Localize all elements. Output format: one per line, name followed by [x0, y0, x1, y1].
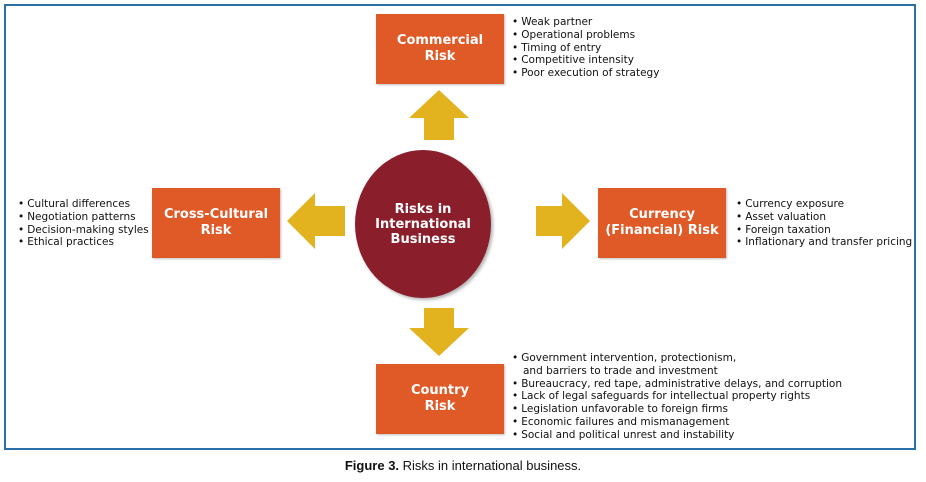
cross-cultural-risk-bullets: Cultural differences Negotiation pattern…	[18, 198, 149, 249]
figure-caption: Figure 3. Risks in international busines…	[0, 458, 926, 473]
commercial-risk-box: Commercial Risk	[376, 14, 504, 84]
figure-caption-label: Figure 3.	[344, 458, 400, 473]
bullet-item: Foreign taxation	[736, 224, 912, 237]
center-line-1: Risks in	[394, 201, 452, 217]
center-line-3: Business	[390, 231, 456, 247]
bullet-item: Operational problems	[512, 29, 659, 42]
cross-cultural-risk-title-line-1: Cross-Cultural	[163, 207, 269, 222]
currency-risk-box: Currency (Financial) Risk	[598, 188, 726, 258]
bullet-item: Cultural differences	[18, 198, 149, 211]
bullet-item: Inflationary and transfer pricing	[736, 236, 912, 249]
currency-risk-bullets: Currency exposure Asset valuation Foreig…	[736, 198, 912, 249]
country-risk-title-line-1: Country	[410, 383, 470, 398]
bullet-item: Lack of legal safeguards for intellectua…	[512, 390, 842, 403]
arrow-down	[409, 308, 469, 356]
cross-cultural-risk-title-line-2: Risk	[200, 223, 232, 238]
bullet-item: Currency exposure	[736, 198, 912, 211]
bullet-item: Timing of entry	[512, 42, 659, 55]
arrow-left	[287, 193, 345, 249]
arrow-right	[536, 193, 590, 249]
currency-risk-title-line-1: Currency	[629, 207, 695, 222]
cross-cultural-risk-box: Cross-Cultural Risk	[152, 188, 280, 258]
bullet-item: Bureaucracy, red tape, administrative de…	[512, 378, 842, 391]
currency-risk-title-line-2: (Financial) Risk	[605, 223, 719, 238]
commercial-risk-title-line-2: Risk	[424, 49, 456, 64]
bullet-item: Competitive intensity	[512, 54, 659, 67]
bullet-item: Social and political unrest and instabil…	[512, 429, 842, 442]
bullet-item: Ethical practices	[18, 236, 149, 249]
country-risk-bullets: Government intervention, protectionism, …	[512, 352, 842, 442]
figure-caption-text: Risks in international business.	[399, 458, 582, 473]
bullet-item: Legislation unfavorable to foreign firms	[512, 403, 842, 416]
bullet-item: Poor execution of strategy	[512, 67, 659, 80]
bullet-item: Government intervention, protectionism,	[512, 352, 842, 365]
commercial-risk-bullets: Weak partner Operational problems Timing…	[512, 16, 659, 80]
country-risk-box: Country Risk	[376, 364, 504, 434]
bullet-item: Weak partner	[512, 16, 659, 29]
bullet-item: Economic failures and mismanagement	[512, 416, 842, 429]
bullet-item: Asset valuation	[736, 211, 912, 224]
country-risk-title-line-2: Risk	[424, 399, 456, 414]
bullet-item: Decision-making styles	[18, 224, 148, 237]
risks-in-international-business-circle: Risks in International Business	[355, 150, 491, 298]
bullet-item: Negotiation patterns	[18, 211, 149, 224]
commercial-risk-title-line-1: Commercial	[396, 33, 484, 48]
arrow-up	[409, 90, 469, 140]
bullet-item-continuation: and barriers to trade and investment	[523, 364, 718, 377]
center-line-2: International	[375, 216, 471, 232]
